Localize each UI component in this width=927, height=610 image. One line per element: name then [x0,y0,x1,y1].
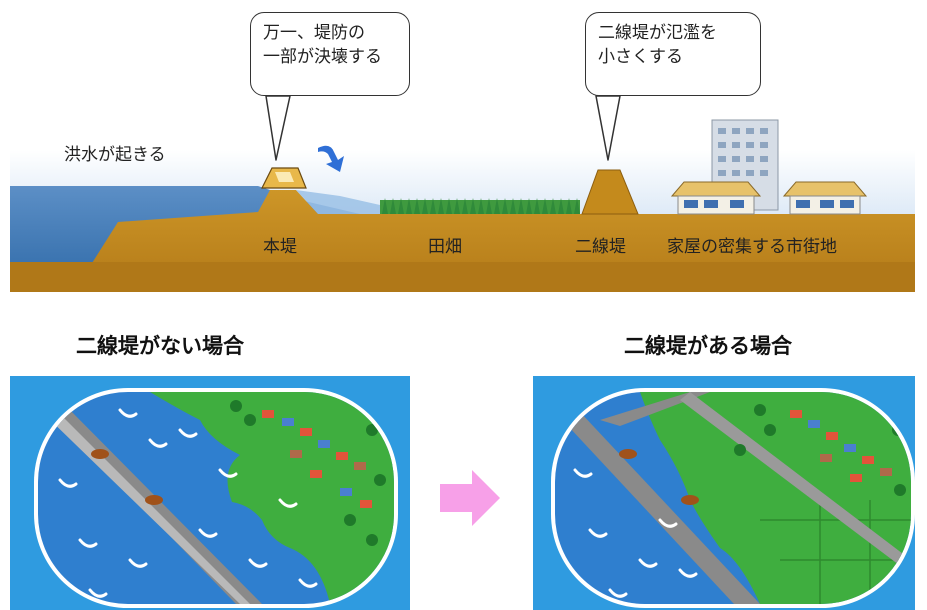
right-waves [573,468,698,598]
bubble-second-levee: 二線堤が氾濫を 小さくする [585,12,761,96]
bubble-tail-breach [265,95,291,161]
left-waves [58,408,318,598]
left-map-scene [38,392,394,604]
caption-without-second-levee: 二線堤がない場合 [76,334,244,358]
label-second-levee: 二線堤 [575,237,626,257]
label-town: 家屋の密集する市街地 [667,237,837,257]
flood-text: 洪水が起きる [64,145,166,165]
bubble-second-levee-line2: 小さくする [598,47,683,67]
left-land [150,392,394,604]
right-breach-1 [619,449,637,459]
ground-layer [10,175,915,290]
second-levee [581,169,639,215]
bubble-second-levee-line1: 二線堤が氾濫を [598,23,717,43]
caption-with-second-levee: 二線堤がある場合 [624,334,792,358]
right-levee-road [555,412,760,604]
left-houses [262,410,372,508]
overflow-arrow-icon [318,145,344,172]
right-second-levee-b [680,392,911,574]
left-breach-1 [91,449,109,459]
cross-section-diagram: // draw field trees (function(){ var svg… [10,12,915,292]
label-main-levee: 本堤 [263,237,297,257]
bubble-breach: 万一、堤防の 一部が決壊する [250,12,410,96]
house-2 [782,181,868,215]
right-land [640,392,911,604]
bubble-breach-line1: 万一、堤防の [263,23,365,43]
house-1 [670,181,762,215]
bubble-tail-second-levee [595,95,621,161]
transition-arrow-icon [440,470,500,526]
left-trees [230,400,386,546]
right-breach-2 [681,495,699,505]
bubble-breach-line2: 一部が決壊する [263,47,382,67]
right-map-scene [555,392,911,604]
label-fields: 田畑 [428,237,462,257]
right-houses [790,410,892,482]
cross-section-illustration [10,95,915,292]
field-trees [380,198,580,214]
left-breach-2 [145,495,163,505]
